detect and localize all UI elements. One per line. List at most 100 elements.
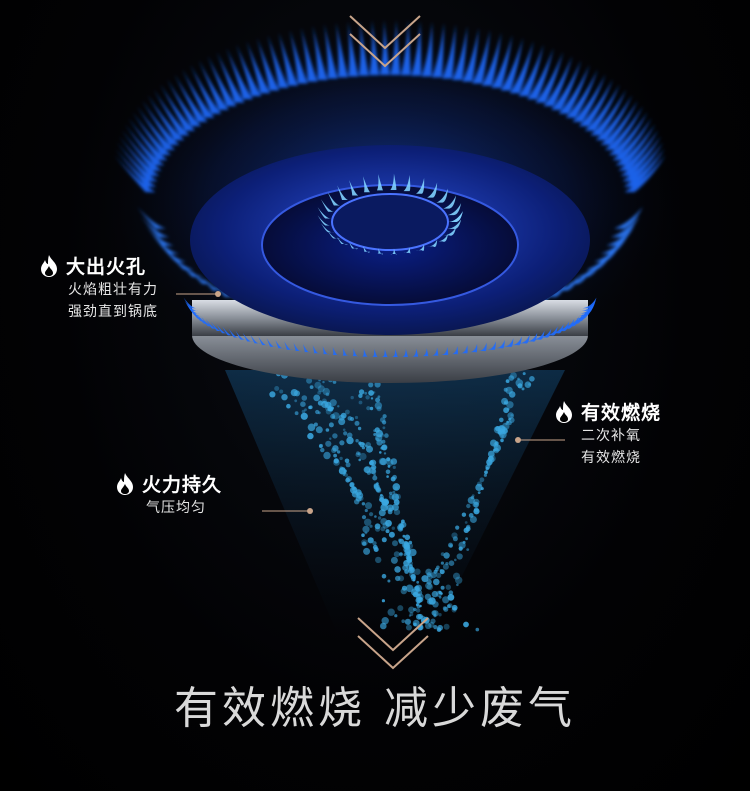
particle bbox=[323, 451, 331, 460]
flame-tongue bbox=[275, 339, 285, 349]
particle bbox=[503, 387, 508, 392]
particle bbox=[407, 559, 412, 563]
particle bbox=[320, 447, 325, 453]
particle bbox=[374, 401, 383, 410]
particle bbox=[364, 466, 372, 474]
flame-tongue bbox=[556, 321, 570, 332]
particle bbox=[473, 498, 480, 505]
particle bbox=[508, 391, 516, 398]
particle bbox=[428, 621, 435, 628]
particle bbox=[448, 560, 455, 566]
particle bbox=[425, 622, 432, 629]
particle bbox=[454, 558, 457, 562]
particle bbox=[379, 458, 388, 466]
particle bbox=[400, 521, 407, 528]
particle bbox=[355, 439, 359, 443]
particle bbox=[442, 596, 450, 604]
particle bbox=[375, 486, 381, 493]
particle bbox=[309, 385, 314, 389]
flame-tongue bbox=[416, 178, 425, 194]
particle bbox=[269, 391, 276, 398]
particle bbox=[339, 440, 345, 446]
particle bbox=[372, 475, 378, 481]
leader-dot-2 bbox=[515, 437, 521, 443]
particle bbox=[435, 572, 442, 579]
particle bbox=[438, 596, 442, 599]
flame-tongue bbox=[518, 44, 544, 97]
flame-icon bbox=[41, 254, 57, 277]
flame-tongue bbox=[186, 303, 200, 314]
particle bbox=[332, 380, 337, 384]
particle bbox=[333, 458, 339, 464]
flame-tongue bbox=[266, 338, 277, 347]
particle bbox=[448, 542, 453, 548]
particle bbox=[346, 436, 354, 445]
particle bbox=[382, 414, 387, 419]
particle bbox=[345, 462, 351, 468]
particle bbox=[439, 569, 445, 575]
particle bbox=[343, 431, 348, 436]
flame-tongue bbox=[462, 27, 479, 82]
particle bbox=[381, 573, 387, 579]
particle bbox=[363, 466, 371, 474]
particle bbox=[322, 380, 325, 384]
flame-tongue bbox=[509, 41, 534, 94]
particle bbox=[340, 412, 347, 419]
particle bbox=[385, 529, 390, 534]
particle bbox=[408, 614, 412, 617]
flame-tongue bbox=[188, 267, 213, 285]
particle bbox=[510, 414, 513, 417]
particle bbox=[345, 409, 350, 415]
particle bbox=[351, 490, 359, 498]
flame-tongue bbox=[183, 297, 198, 309]
particle bbox=[373, 473, 376, 477]
flame-tongue bbox=[533, 330, 545, 340]
flame-tongue bbox=[580, 303, 594, 314]
callout-desc-line: 二次补氧 bbox=[581, 428, 641, 444]
particle bbox=[379, 497, 385, 502]
particle bbox=[393, 508, 401, 516]
particle bbox=[408, 540, 413, 545]
particle bbox=[367, 537, 374, 544]
particle bbox=[300, 412, 308, 420]
particle bbox=[364, 518, 372, 526]
callout-desc-line: 气压均匀 bbox=[146, 500, 206, 516]
particle bbox=[384, 433, 389, 438]
particle bbox=[290, 389, 298, 397]
particle bbox=[342, 473, 346, 477]
particle bbox=[374, 526, 381, 532]
particle bbox=[300, 401, 306, 408]
flame-tongue bbox=[337, 185, 348, 200]
flame-tongue bbox=[190, 308, 204, 319]
particle bbox=[500, 438, 504, 443]
particle bbox=[453, 572, 460, 580]
particle bbox=[381, 439, 386, 444]
particle bbox=[366, 445, 373, 453]
particle bbox=[456, 583, 459, 587]
particle bbox=[480, 487, 484, 491]
particle bbox=[331, 406, 334, 410]
flame-icon bbox=[556, 400, 572, 423]
particle bbox=[385, 519, 392, 527]
flame-tongue bbox=[390, 248, 397, 255]
particle bbox=[404, 544, 408, 548]
particle bbox=[279, 389, 284, 394]
flame-tongue bbox=[390, 20, 401, 76]
flame-tongue bbox=[614, 206, 643, 229]
particle bbox=[321, 398, 327, 404]
particle bbox=[365, 502, 372, 510]
particle bbox=[455, 525, 460, 530]
particle bbox=[344, 458, 350, 464]
flame-tongue bbox=[392, 349, 399, 358]
particle bbox=[392, 483, 401, 491]
flame-tongue bbox=[519, 334, 530, 344]
particle bbox=[401, 585, 407, 591]
callout-efficient-combustion: 有效燃烧 二次补氧 有效燃烧 bbox=[553, 398, 661, 469]
particle bbox=[414, 568, 421, 575]
particle bbox=[377, 516, 382, 520]
flame-tongue bbox=[400, 20, 411, 76]
particle bbox=[418, 597, 424, 603]
flame-tongue bbox=[427, 239, 438, 248]
particle bbox=[515, 379, 524, 387]
